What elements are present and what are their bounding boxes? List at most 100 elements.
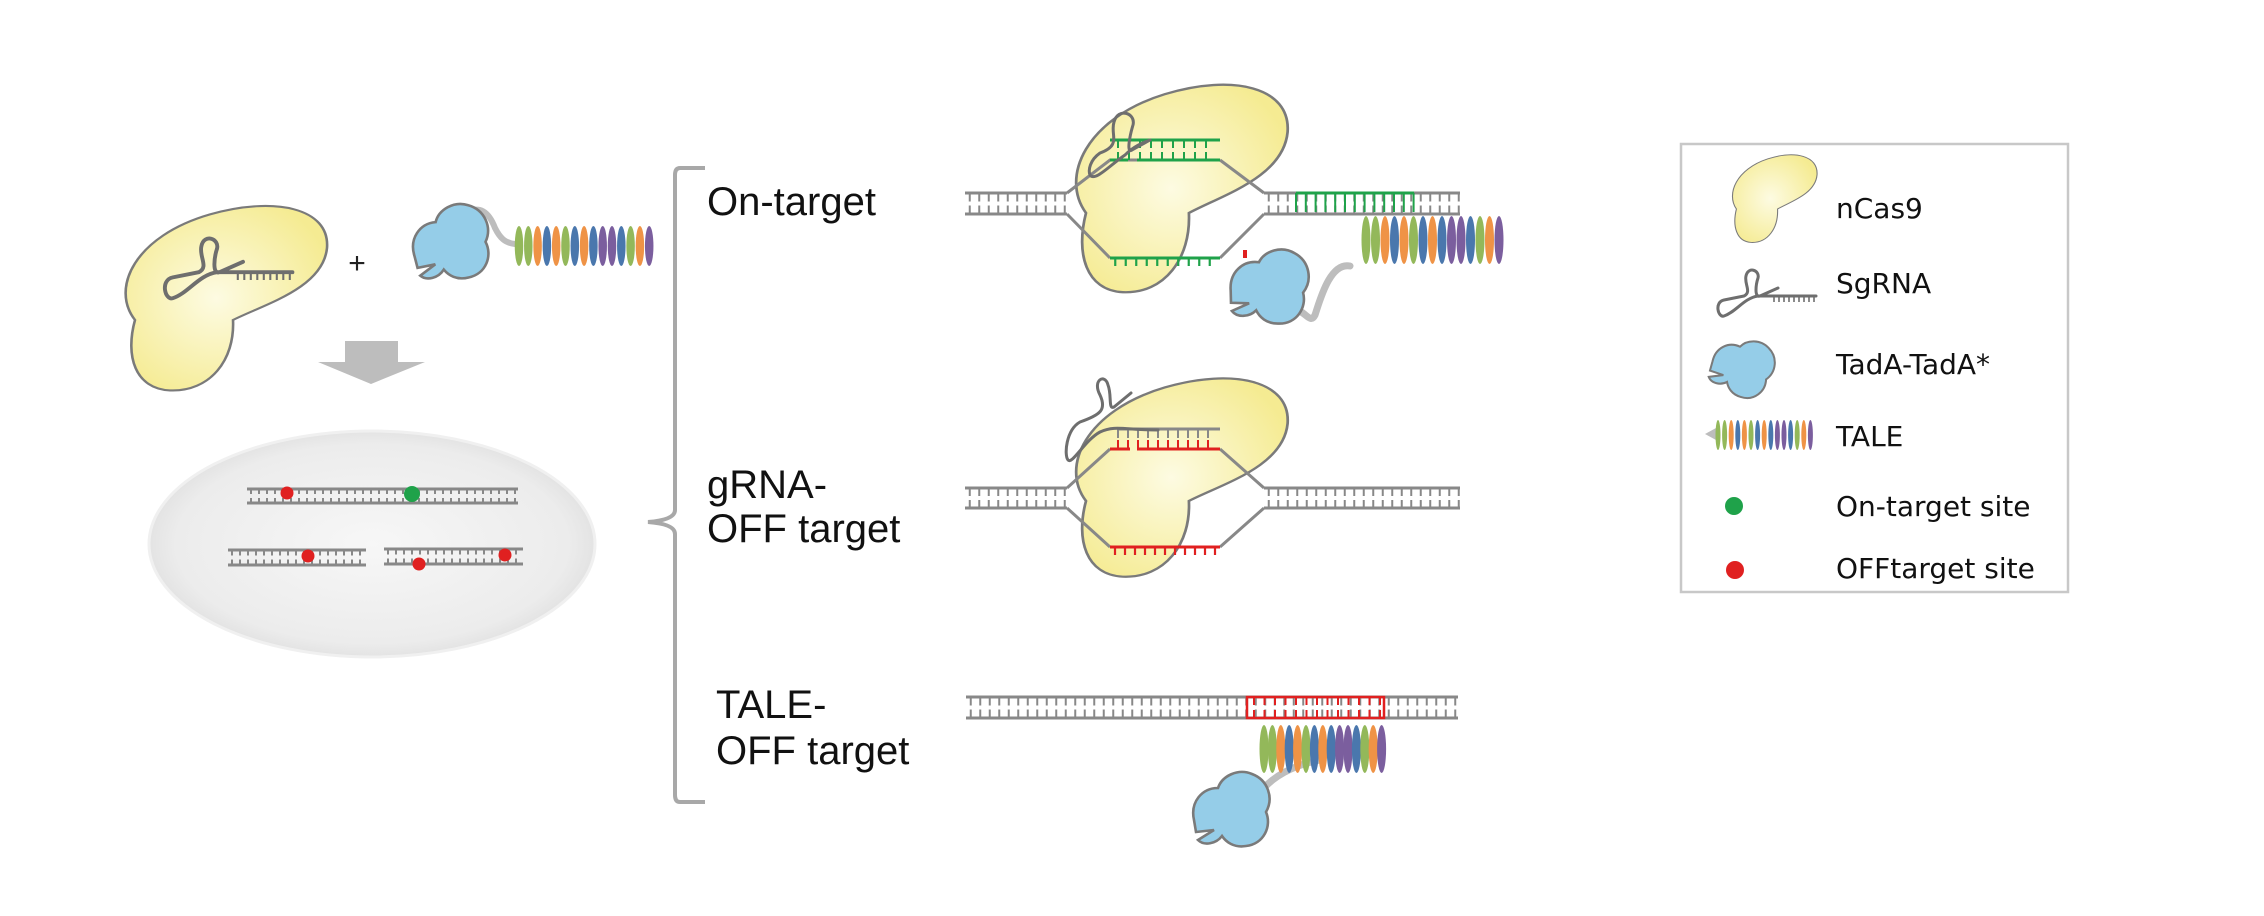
tale-repeat (1456, 216, 1466, 264)
tale-off-target-region (1245, 695, 1386, 720)
tale-repeat (1293, 725, 1303, 773)
tale-n-terminus (1705, 428, 1716, 440)
on-target-row (965, 83, 1504, 329)
tale-repeat (1284, 725, 1294, 773)
tale-repeat (1774, 420, 1780, 450)
off-target-site-dot (412, 557, 426, 571)
tale-repeat (1368, 725, 1378, 773)
strand-top (1065, 447, 1112, 490)
legend-label-tale: TALE (1835, 420, 1903, 453)
off-target-site-dot (498, 548, 512, 562)
tale-repeat (1768, 420, 1774, 450)
tale-repeat (589, 226, 598, 266)
tale-repeat (1741, 420, 1747, 450)
tale-repeat (1475, 216, 1485, 264)
plus-sign: + (348, 247, 366, 280)
dna-duplex (966, 695, 1458, 720)
legend-label-ncas9: nCas9 (1836, 192, 1923, 225)
row-label-grna-off-1: gRNA- (707, 463, 827, 507)
tada-icon (1191, 770, 1271, 848)
tale-repeat (524, 226, 533, 266)
tada-tale-fusion (408, 200, 654, 284)
tale-repeat (561, 226, 570, 266)
tale-repeat (570, 226, 580, 266)
tale-repeat (1301, 725, 1311, 773)
legend-label-on-target: On-target site (1836, 490, 2031, 523)
tale-repeat (1335, 725, 1345, 773)
tale-repeat (1276, 725, 1286, 773)
ncas9-sgrna-complex (124, 204, 329, 392)
tale-repeat (626, 226, 635, 266)
strand-bottom (1065, 212, 1112, 260)
tale-repeat (1267, 725, 1277, 773)
tada-icon (1224, 241, 1314, 329)
tale-repeat (1755, 420, 1761, 450)
tale-icon (514, 226, 654, 266)
tale-repeat (551, 226, 561, 266)
tale-repeat (1494, 216, 1504, 264)
tale-repeat (1351, 725, 1361, 773)
row-label-grna-off-2: OFF target (707, 507, 900, 551)
tale-repeat (1360, 725, 1370, 773)
tale-repeat (1761, 420, 1767, 450)
tale-repeat (1794, 420, 1800, 450)
tale-repeat (1361, 216, 1371, 264)
tale-repeat (1371, 216, 1380, 264)
tale-repeat (1748, 420, 1754, 450)
tale-repeat (1801, 420, 1807, 450)
tale-repeat (542, 226, 552, 266)
tale-repeat (1728, 420, 1734, 450)
ncas9-icon (124, 204, 329, 392)
tale-repeat (1781, 420, 1787, 450)
tale-repeat (1326, 725, 1336, 773)
tale-repeat (1788, 420, 1794, 450)
components-group: + (124, 200, 654, 659)
linker (1291, 262, 1354, 322)
legend: nCas9 SgRNA TadA-TadA* TALE On-target si… (1679, 142, 2070, 594)
tale-repeat (1735, 420, 1741, 450)
strand-bottom (1218, 212, 1266, 260)
off-target-site-dot (301, 549, 315, 563)
tale-off-target-row (966, 695, 1458, 848)
tale-repeat (1259, 725, 1269, 773)
on-target-dot-icon (1725, 497, 1743, 515)
legend-label-off-target: OFFtarget site (1836, 552, 2035, 585)
tale-repeat (1807, 420, 1813, 450)
tale-repeat (617, 226, 626, 266)
off-target-dot-icon (1726, 561, 1744, 579)
dna-bubble (965, 138, 1460, 266)
strand-bottom (1065, 506, 1112, 549)
legend-label-tada: TadA-TadA* (1835, 348, 1990, 381)
tale-repeat (1343, 725, 1353, 773)
tada-icon (408, 200, 494, 284)
bracket (647, 166, 705, 804)
edited-base (1243, 250, 1247, 258)
tale-repeat (533, 226, 542, 266)
tale-repeat (1418, 216, 1428, 264)
tale-repeat (514, 226, 524, 266)
tale-repeat (1466, 216, 1475, 264)
tale-repeat (1428, 216, 1437, 264)
tale-repeat (635, 226, 645, 266)
on-target-site-dot (404, 486, 420, 502)
strand-top (1219, 158, 1265, 195)
tale-repeat (1390, 216, 1399, 264)
tale-icon (1259, 725, 1387, 773)
tale-repeat (607, 226, 617, 266)
tale-repeat (1722, 420, 1728, 450)
tale-repeat (1437, 216, 1447, 264)
target-sites (280, 486, 512, 571)
tale-repeat (579, 226, 589, 266)
tale-repeat (1399, 216, 1409, 264)
grna-off-target-row (965, 377, 1460, 579)
cell (147, 429, 597, 659)
tale-repeat (1485, 216, 1494, 264)
legend-label-sgrna: SgRNA (1836, 267, 1931, 300)
sgrna-scaffold (1087, 111, 1152, 179)
tale-repeat (1409, 216, 1418, 264)
tale-repeat (598, 226, 607, 266)
off-target-site-dot (280, 486, 294, 500)
row-labels: On-target gRNA- OFF target TALE- OFF tar… (707, 180, 909, 773)
row-label-on-target: On-target (707, 180, 876, 224)
